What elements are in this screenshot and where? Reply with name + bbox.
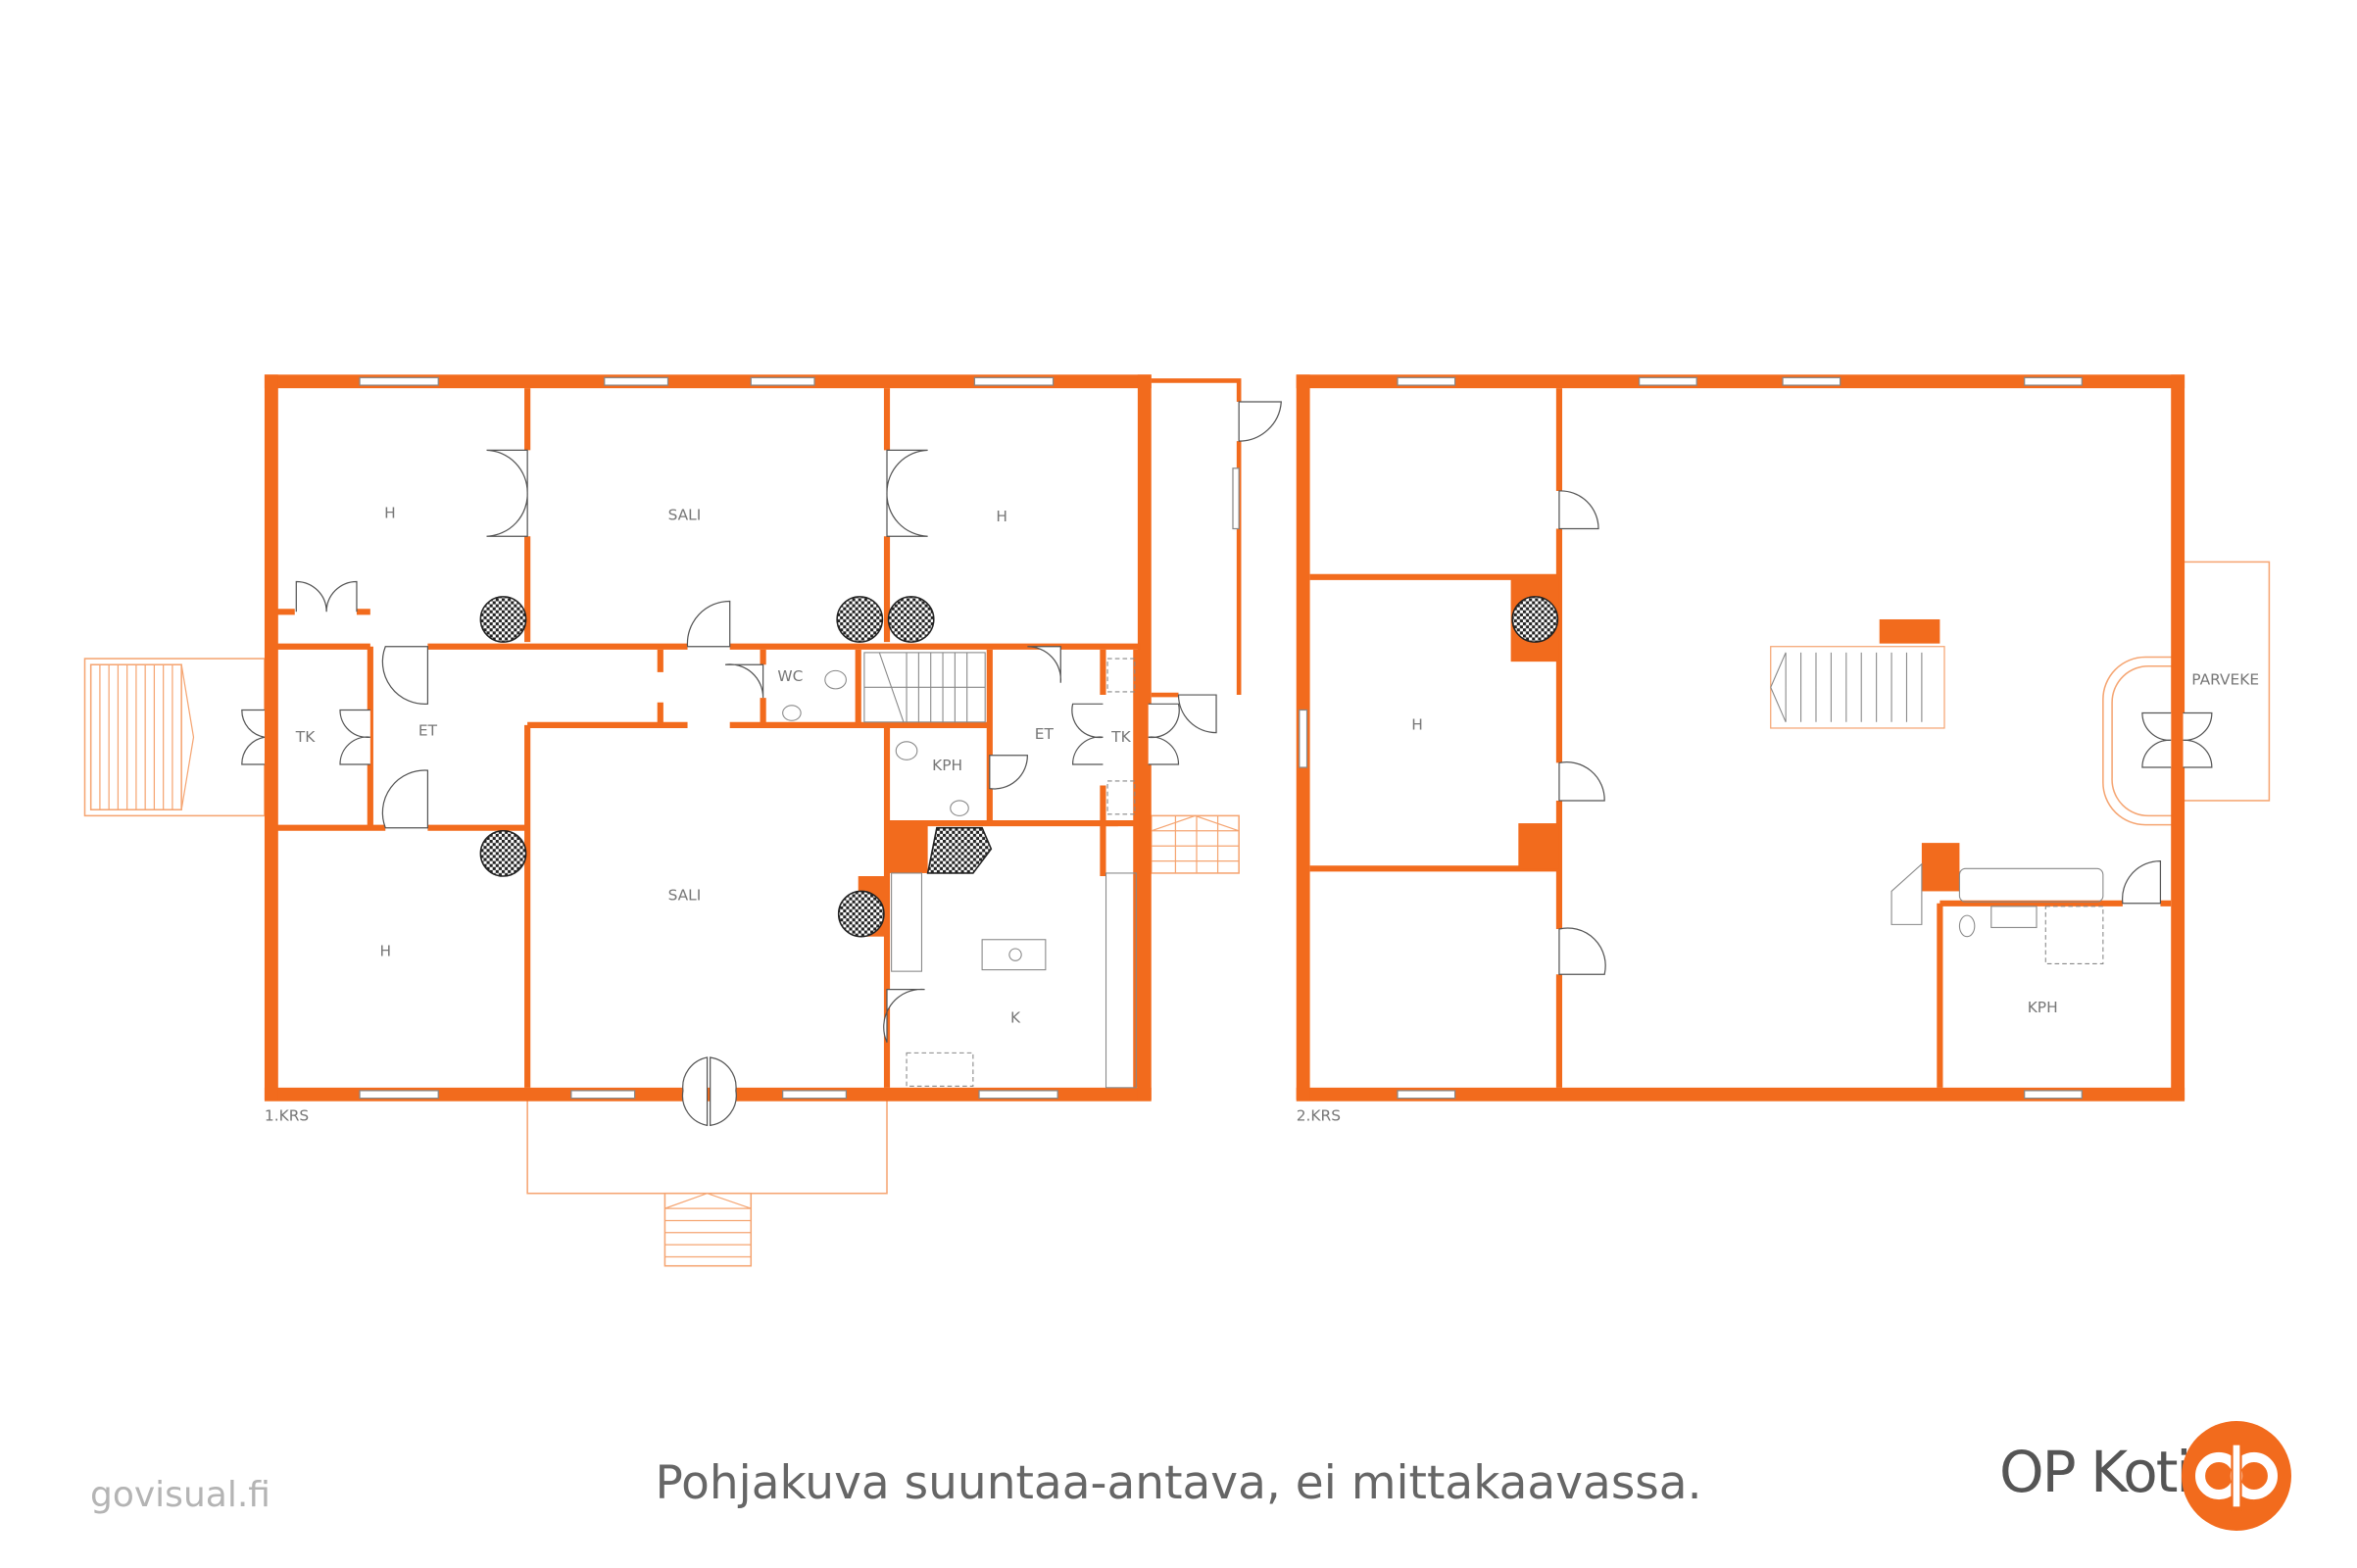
room-label-h: H bbox=[996, 508, 1007, 525]
room-label-tk: TK bbox=[295, 728, 316, 746]
room-label-kph: KPH bbox=[932, 757, 962, 774]
room-label-tk: TK bbox=[1110, 728, 1131, 746]
floor-2: H PARVEKE KPH 2.KRS bbox=[1296, 374, 2271, 1125]
fireplaces bbox=[479, 596, 993, 938]
room-label-h: H bbox=[384, 505, 396, 522]
balcony bbox=[2102, 561, 2271, 826]
staircase-floor-1 bbox=[863, 652, 986, 723]
floor-1: H SALI H WC TK ET KPH ET TK SALI H K 1.K… bbox=[83, 374, 1282, 1267]
windows-floor-2 bbox=[1299, 376, 2083, 1100]
left-porch bbox=[83, 658, 266, 817]
room-label-parveke: PARVEKE bbox=[2191, 670, 2259, 688]
room-label-sali: SALI bbox=[668, 887, 702, 905]
windows-floor-1 bbox=[359, 376, 1240, 1100]
staircase-floor-2 bbox=[1770, 646, 1945, 729]
doors-floor-1 bbox=[241, 401, 1282, 1127]
room-label-et: ET bbox=[418, 722, 438, 740]
fixtures-floor-1 bbox=[782, 658, 1137, 1089]
room-label-h: H bbox=[1411, 716, 1423, 734]
room-label-sali: SALI bbox=[668, 506, 702, 523]
credit-link[interactable]: govisual.fi bbox=[90, 1475, 270, 1515]
floor-label-1: 1.KRS bbox=[265, 1107, 309, 1125]
room-label-kph: KPH bbox=[2028, 999, 2058, 1016]
fireplace bbox=[1511, 596, 1559, 643]
room-label-et: ET bbox=[1035, 725, 1055, 743]
op-logo-icon bbox=[2182, 1421, 2291, 1531]
disclaimer-text: Pohjakuva suuntaa-antava, ei mittakaavas… bbox=[655, 1456, 1702, 1510]
brand-name: OP Koti bbox=[1999, 1439, 2192, 1505]
room-label-wc: WC bbox=[777, 667, 803, 685]
room-label-h: H bbox=[379, 943, 391, 960]
fixtures-floor-2 bbox=[1891, 862, 2104, 964]
floor-label-2: 2.KRS bbox=[1297, 1107, 1341, 1125]
side-annex bbox=[1150, 378, 1242, 874]
doors-floor-2 bbox=[1558, 490, 2213, 975]
room-label-k: K bbox=[1010, 1009, 1021, 1027]
